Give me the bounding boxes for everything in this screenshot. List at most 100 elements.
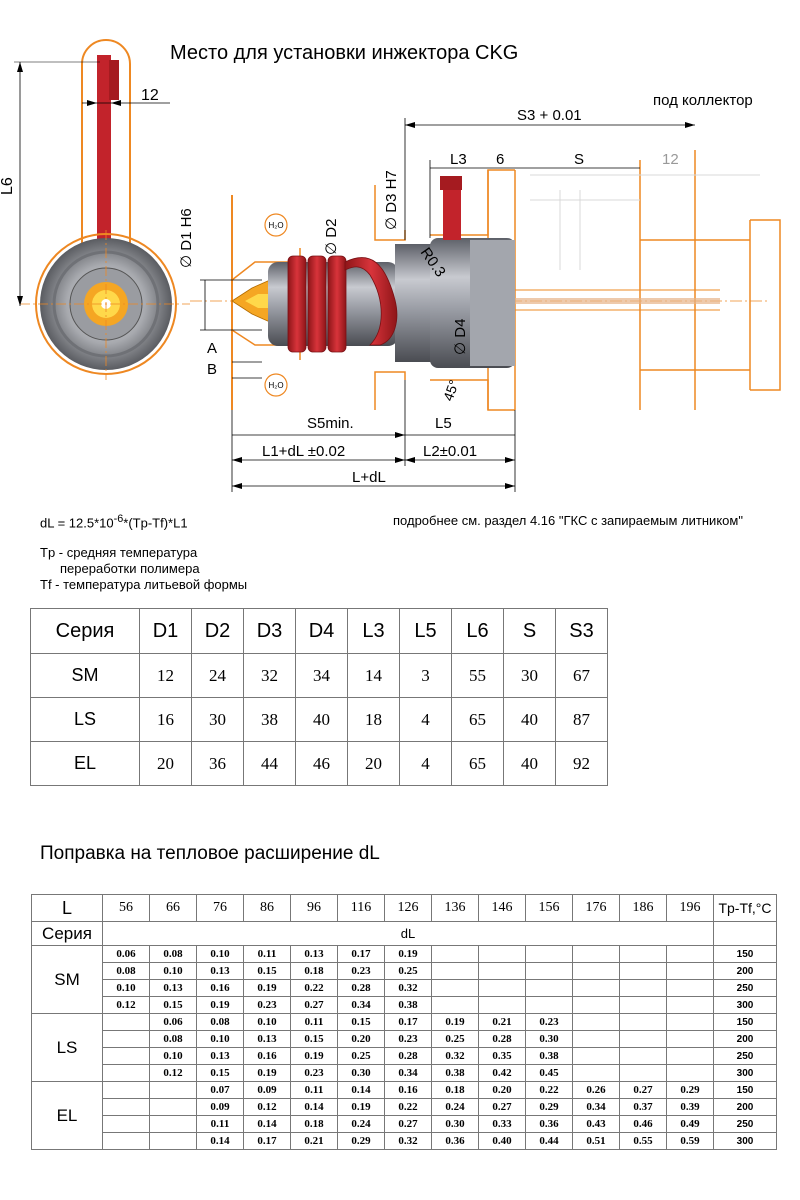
value-cell: 44 [243,741,296,786]
l-value-cell: 176 [572,894,620,922]
dl-value-cell: 0.23 [525,1013,573,1031]
dim-12: 12 [141,87,159,104]
dl-value-cell [525,945,573,963]
dl-value-cell [619,1064,667,1082]
h2o-tag-top: H₂O [268,221,283,230]
dl-value-cell [478,979,526,997]
dl-value-cell: 0.13 [290,945,338,963]
dl-value-cell [102,1081,150,1099]
temp-cell: 250 [713,1047,777,1065]
dl-value-cell: 0.07 [196,1081,244,1099]
dl-value-cell [572,996,620,1014]
dl-value-cell [431,962,479,980]
dl-value-cell [102,1115,150,1133]
header-cell: S3 [555,608,608,654]
dim-d4: ∅ D4 [452,319,469,355]
dl-value-cell: 0.38 [384,996,432,1014]
dl-value-cell: 0.12 [243,1098,291,1116]
dl-value-cell: 0.22 [384,1098,432,1116]
dl-value-cell: 0.21 [478,1013,526,1031]
dl-value-cell [149,1115,197,1133]
dl-value-cell: 0.23 [243,996,291,1014]
dl-value-cell: 0.25 [431,1030,479,1048]
dl-value-cell: 0.55 [619,1132,667,1150]
series-cell: EL [30,741,140,786]
dl-value-cell: 0.08 [149,1030,197,1048]
dl-value-cell [619,945,667,963]
temp-cell: 200 [713,962,777,980]
l-value-cell: 126 [384,894,432,922]
dl-value-cell: 0.34 [337,996,385,1014]
dl-value-cell [666,945,714,963]
front-view [14,39,190,380]
dl-value-cell [666,1013,714,1031]
dl-value-cell: 0.18 [290,1115,338,1133]
dl-value-cell: 0.18 [431,1081,479,1099]
dl-value-cell: 0.32 [384,1132,432,1150]
dl-value-cell [666,1047,714,1065]
dl-value-cell: 0.10 [196,945,244,963]
header-cell: L5 [399,608,452,654]
dl-value-cell: 0.17 [243,1132,291,1150]
dl-value-cell [572,1047,620,1065]
dl-value-cell: 0.46 [619,1115,667,1133]
temp-cell: 150 [713,1013,777,1031]
dl-value-cell: 0.36 [525,1115,573,1133]
dl-value-cell: 0.08 [196,1013,244,1031]
label-pod-kollektor: под коллектор [653,92,753,109]
value-cell: 40 [503,697,556,742]
dl-value-cell: 0.08 [149,945,197,963]
dl-value-cell: 0.26 [572,1081,620,1099]
l-value-cell: 136 [431,894,479,922]
temp-cell: 300 [713,1064,777,1082]
dl-value-cell: 0.10 [149,1047,197,1065]
dl-value-cell [572,945,620,963]
legend-tp: Tp - средняя температура [40,545,198,560]
series-group-cell: LS [31,1013,103,1082]
dim-l1dl: L1+dL ±0.02 [262,443,345,460]
dl-value-cell: 0.36 [431,1132,479,1150]
dl-value-cell [478,996,526,1014]
dl-value-cell: 0.11 [290,1013,338,1031]
dl-value-cell: 0.18 [290,962,338,980]
dl-value-cell: 0.10 [149,962,197,980]
dim-d3: ∅ D3 H7 [383,170,400,230]
dl-value-cell: 0.10 [196,1030,244,1048]
dl-value-cell: 0.09 [196,1098,244,1116]
dl-value-cell: 0.06 [149,1013,197,1031]
dl-value-cell: 0.15 [337,1013,385,1031]
dl-value-cell: 0.25 [384,962,432,980]
dl-value-cell [431,996,479,1014]
dim-ldl: L+dL [352,469,386,486]
dl-value-cell: 0.49 [666,1115,714,1133]
page-title: Место для установки инжектора CKG [170,42,519,64]
dl-value-cell: 0.23 [337,962,385,980]
dl-value-cell: 0.37 [619,1098,667,1116]
dl-value-cell: 0.16 [243,1047,291,1065]
dl-value-cell: 0.15 [243,962,291,980]
dl-value-cell [102,1013,150,1031]
dl-value-cell: 0.23 [384,1030,432,1048]
dl-value-cell: 0.11 [196,1115,244,1133]
dl-value-cell [619,1013,667,1031]
dl-value-cell [431,945,479,963]
dl-value-cell: 0.19 [243,979,291,997]
dl-value-cell: 0.19 [337,1098,385,1116]
dl-value-cell: 0.30 [431,1115,479,1133]
dl-value-cell: 0.13 [243,1030,291,1048]
dl-value-cell: 0.29 [666,1081,714,1099]
dim-s5: S5min. [307,415,354,432]
dl-value-cell: 0.14 [243,1115,291,1133]
legend-tp-2: переработки полимера [60,561,200,576]
value-cell: 4 [399,697,452,742]
dl-value-cell [149,1081,197,1099]
dim-l2: L2±0.01 [423,443,477,460]
